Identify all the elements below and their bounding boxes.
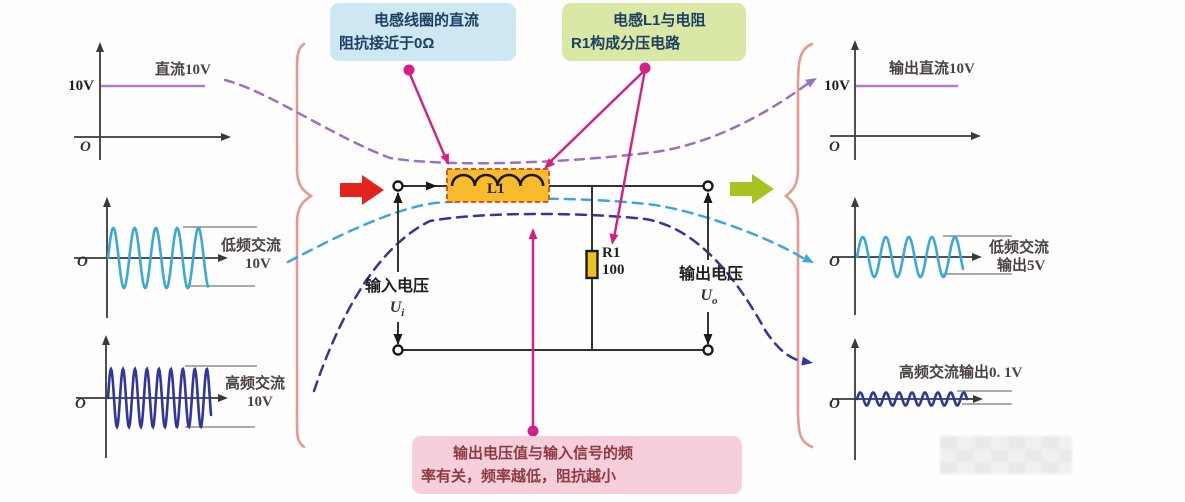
terminal [702,344,714,356]
callout-line: 率有关，频率越低，阻抗越小 [421,467,617,485]
watermark-blur [940,436,1072,474]
callout-line: 阻抗接近于0Ω [339,34,435,52]
u-subscript: o [712,295,718,308]
output-voltage-symbol: Uo [694,287,724,307]
signal-path-dc [223,78,817,165]
input-high-freq-origin: O [75,396,86,412]
callout-line: 电感L1与电阻 [613,12,706,29]
input-high-freq-graph [76,335,257,458]
inductor-label: L1 [487,181,505,197]
output-arrow [730,174,774,204]
input-dc-label: 直流10V [155,62,211,78]
signal-path-high-freq [312,212,813,393]
circuit [392,168,714,356]
output-dc-graph [830,40,981,160]
callout-line: 输出电压值与输入信号的频 [453,445,634,462]
output-low-freq-origin: O [829,254,840,270]
input-voltage-label: 输入电压 [364,278,429,295]
resistor-r1 [585,249,599,280]
output-low-freq-graph [832,197,1012,315]
annotation-arrows [403,62,651,437]
input-low-freq-label: 低频交流 [221,238,282,254]
resistor-label: R1 [602,245,621,261]
input-dc-graph [74,42,231,160]
output-dc-label: 输出直流10V [889,61,975,77]
callout-inductor-dc: 电感线圈的直流 阻抗接近于0Ω [330,3,516,61]
callout-line: R1构成分压电路 [571,34,681,52]
input-arrow [340,175,384,205]
output-dc-origin: O [829,139,840,155]
input-low-freq-graph [74,197,257,318]
terminal [392,344,404,356]
input-voltage-symbol: Ui [382,299,412,319]
input-low-freq-origin: O [77,254,88,270]
input-dc-origin: O [80,139,91,155]
output-dc-y-tick: 10V [824,78,850,94]
output-high-freq-origin: O [829,396,840,412]
input-high-freq-label: 高频交流 [225,376,286,392]
output-voltage-label: 输出电压 [678,266,743,283]
callout-line: 电感线圈的直流 [374,12,480,29]
inductor-l1 [446,168,550,203]
output-high-freq-label: 高频交流输出0. 1V [899,365,1023,381]
output-low-freq-value: 输出5V [997,258,1046,274]
input-low-freq-value: 10V [245,256,271,272]
input-high-freq-value: 10V [247,394,273,410]
callout-frequency-note: 输出电压值与输入信号的频 率有关，频率越低，阻抗越小 [412,436,742,494]
u-symbol: U [700,287,713,304]
u-subscript: i [401,307,405,320]
terminal [702,180,714,192]
resistor-value: 100 [602,262,625,278]
output-high-freq-graph [832,338,1012,460]
callout-voltage-divider: 电感L1与电阻 R1构成分压电路 [562,3,746,61]
input-dc-y-tick: 10V [68,78,94,94]
signal-path-low-freq [286,197,814,264]
terminal [392,180,404,192]
right-brace [783,42,814,449]
u-symbol: U [389,299,402,316]
output-low-freq-label: 低频交流 [989,240,1050,256]
left-brace [295,42,314,449]
